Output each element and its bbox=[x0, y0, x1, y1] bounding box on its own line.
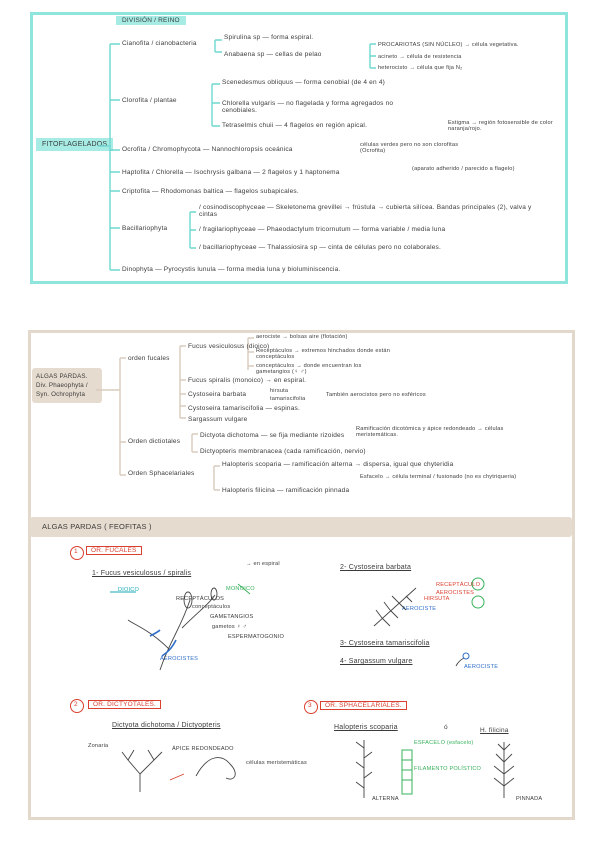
block2-title: OR. DICTYOTALES. bbox=[88, 700, 162, 709]
block3-title: OR. SPHACELARIALES. bbox=[320, 701, 407, 710]
bacillario-item-2: / fragilariophyceae — Phaeodactylum tric… bbox=[199, 226, 446, 233]
block1-title: OR. FUCALES bbox=[86, 546, 142, 555]
fucales-note-2: Receptáculos → extremos hinchados donde … bbox=[256, 348, 391, 360]
block1-line-1: 1- Fucus vesiculosus / spiralis bbox=[92, 570, 192, 577]
block1-receptaculos: RECEPTÁCULOS bbox=[176, 596, 225, 602]
fucales-note-5: tamariscifolia bbox=[270, 396, 306, 402]
block1-espermatogonio: ESPERMATOGONIO bbox=[228, 634, 285, 640]
cystoseira-barbata: 2- Cystoseira barbata bbox=[340, 564, 412, 571]
block1-conceptaculos: conceptáculos bbox=[192, 604, 231, 610]
block3-filicina: H. filicina bbox=[480, 727, 509, 734]
block3-line-1: Halopteris scoparia bbox=[334, 724, 398, 731]
order-sphacelariales: Orden Sphacelariales bbox=[128, 470, 195, 477]
sphacelariales-note-1: Esfacelo → célula terminal / fusionado (… bbox=[360, 474, 517, 480]
block2-line-1: Dictyota dichotoma / Dictyopteris bbox=[112, 722, 221, 729]
block1-espiral: → en espiral bbox=[246, 561, 280, 567]
block2-number: 2 bbox=[74, 701, 78, 708]
block1-dioico: DIOICO bbox=[118, 587, 140, 593]
row-ocrofita: Ocrofita / Chromophycota — Nannochlorops… bbox=[122, 146, 293, 153]
dictiotales-item-1: Dictyota dichotoma — se fija mediante ri… bbox=[200, 432, 345, 439]
haptofita-note: (aparato adherido / parecido a flagelo) bbox=[412, 166, 515, 172]
fitoflagelados-frame bbox=[30, 12, 568, 284]
bacillario-item-3: / bacillariophyceae — Thalassiosira sp —… bbox=[199, 244, 442, 251]
block3-pinnada: PINNADA bbox=[516, 796, 543, 802]
dictyota-drawing bbox=[121, 749, 236, 792]
algas-pardas-root: ALGAS PARDAS. Div. Phaeophyta / Syn. Och… bbox=[32, 368, 102, 403]
block3-esfacelo: ESFACELO (esfacelo) bbox=[414, 740, 474, 746]
row-criptofita: Criptofita — Rhodomonas baltica — flagel… bbox=[122, 188, 299, 195]
row-clorofita-item-3: Tetraselmis chuii — 4 flagelos en región… bbox=[222, 122, 368, 129]
dictiotales-item-2: Dictyopteris membranacea (cada ramificac… bbox=[200, 448, 366, 455]
sphacelariales-item-1: Halopteris scoparia — ramificación alter… bbox=[222, 461, 454, 468]
halopteris-drawing bbox=[355, 740, 515, 798]
block1-number: 1 bbox=[74, 548, 78, 555]
fucales-note-6: También aerocistos pero no esféricos bbox=[326, 392, 426, 398]
row-cianofita-item-2: Anabaena sp — cellas de pelao bbox=[224, 51, 322, 58]
fucales-note-1: aerociste → bolsas aire (flotación) bbox=[256, 334, 348, 340]
barbata-receptaculo: RECEPTÁCULO bbox=[436, 582, 481, 588]
fucus-drawing bbox=[110, 583, 251, 671]
order-dictiotales: Orden dictiotales bbox=[128, 438, 181, 445]
block2-number-circle: 2 bbox=[70, 699, 84, 713]
ocrofita-note: células verdes pero no son clorofitas (O… bbox=[360, 142, 459, 154]
fucales-item-5: Sargassum vulgare bbox=[188, 416, 248, 423]
cianofita-note-3: heterocisto → célula que fija N₂ bbox=[378, 65, 463, 71]
fucales-note-3: conceptáculos → donde encuentran los gam… bbox=[256, 363, 362, 375]
cystoseira-tamariscifolia: 3- Cystoseira tamariscifolia bbox=[340, 640, 430, 647]
block3-filamento: FILAMENTO POLÍSTICO bbox=[414, 766, 482, 772]
root-label: FITOFLAGELADOS bbox=[36, 138, 114, 151]
cianofita-note-2: acineto → célula de resistencia bbox=[378, 54, 462, 60]
block1-monoico: MONOICO bbox=[226, 586, 255, 592]
sargassum-vulgare: 4- Sargassum vulgare bbox=[340, 658, 413, 665]
sargassum-aerociste: AEROCISTE bbox=[464, 664, 499, 670]
fucales-item-1: Fucus vesiculosus (dioico) bbox=[188, 343, 270, 350]
block2-meristematicas: células meristemáticas bbox=[246, 760, 307, 766]
feofitas-banner: ALGAS PARDAS ( FEOFITAS ) bbox=[30, 517, 572, 537]
block3-number-circle: 3 bbox=[304, 700, 318, 714]
block1-gametos: gametos ♀ ♂ bbox=[212, 624, 248, 630]
block3-alterna: ALTERNA bbox=[372, 796, 399, 802]
bacillario-item-1: / cosinodiscophyceae — Skeletonema grevi… bbox=[199, 204, 532, 218]
row-cianofita: Cianofita / cianobacteria bbox=[122, 40, 197, 47]
sphacelariales-item-2: Halopteris filicina — ramificación pinna… bbox=[222, 487, 350, 494]
section1-brackets bbox=[98, 39, 376, 271]
row-cianofita-item-1: Spirulina sp — forma espiral. bbox=[224, 34, 314, 41]
row-clorofita-item-1: Scenedesmus obliquus — forma cenobial (d… bbox=[222, 79, 385, 86]
block1-number-circle: 1 bbox=[70, 546, 84, 560]
barbata-aerociste: AEROCISTE bbox=[402, 606, 437, 612]
division-header: DIVISIÓN / REINO bbox=[116, 16, 186, 25]
clorofita-note: Estigma → región fotosensible de color n… bbox=[448, 120, 553, 132]
fucales-item-4: Cystoseira tamariscifolia — espinas. bbox=[188, 405, 300, 412]
row-clorofita-item-2: Chlorella vulgaris — no flagelada y form… bbox=[222, 100, 394, 114]
barbata-aerocistes: AEROCISTES bbox=[436, 590, 475, 596]
block2-zonaria: Zonaria bbox=[88, 743, 109, 749]
block3-o: ó bbox=[444, 724, 448, 731]
block1-aerocistes: AEROCISTES bbox=[160, 656, 199, 662]
order-fucales: orden fucales bbox=[128, 355, 170, 362]
cianofita-note-1: PROCARIOTAS (SIN NÚCLEO) → célula vegeta… bbox=[378, 42, 519, 48]
row-dinophyta: Dinophyta — Pyrocystis lunula — forma me… bbox=[122, 266, 341, 273]
block1-gametangios: GAMETANGIOS bbox=[210, 614, 254, 620]
block3-number: 3 bbox=[308, 702, 312, 709]
fucales-note-4: hirsuta bbox=[270, 388, 289, 394]
fucales-item-2: Fucus spiralis (monoico) → en espiral. bbox=[188, 377, 307, 384]
section2-brackets bbox=[96, 337, 254, 491]
dictiotales-note-1: Ramificación dicotómica y ápice redondea… bbox=[356, 426, 504, 438]
cystoseira-drawing bbox=[373, 577, 485, 667]
block2-apice: ÁPICE REDONDEADO bbox=[172, 746, 234, 752]
barbata-hirsuta: HIRSUTA bbox=[424, 596, 450, 602]
row-clorofita: Clorofita / plantae bbox=[122, 97, 177, 104]
algas-pardas-frame bbox=[28, 330, 575, 820]
row-haptofita: Haptofita / Chlorella — Isochrysis galba… bbox=[122, 169, 340, 176]
row-bacillariophyta: Bacillariophyta bbox=[122, 225, 168, 232]
fucales-item-3: Cystoseira barbata bbox=[188, 391, 247, 398]
